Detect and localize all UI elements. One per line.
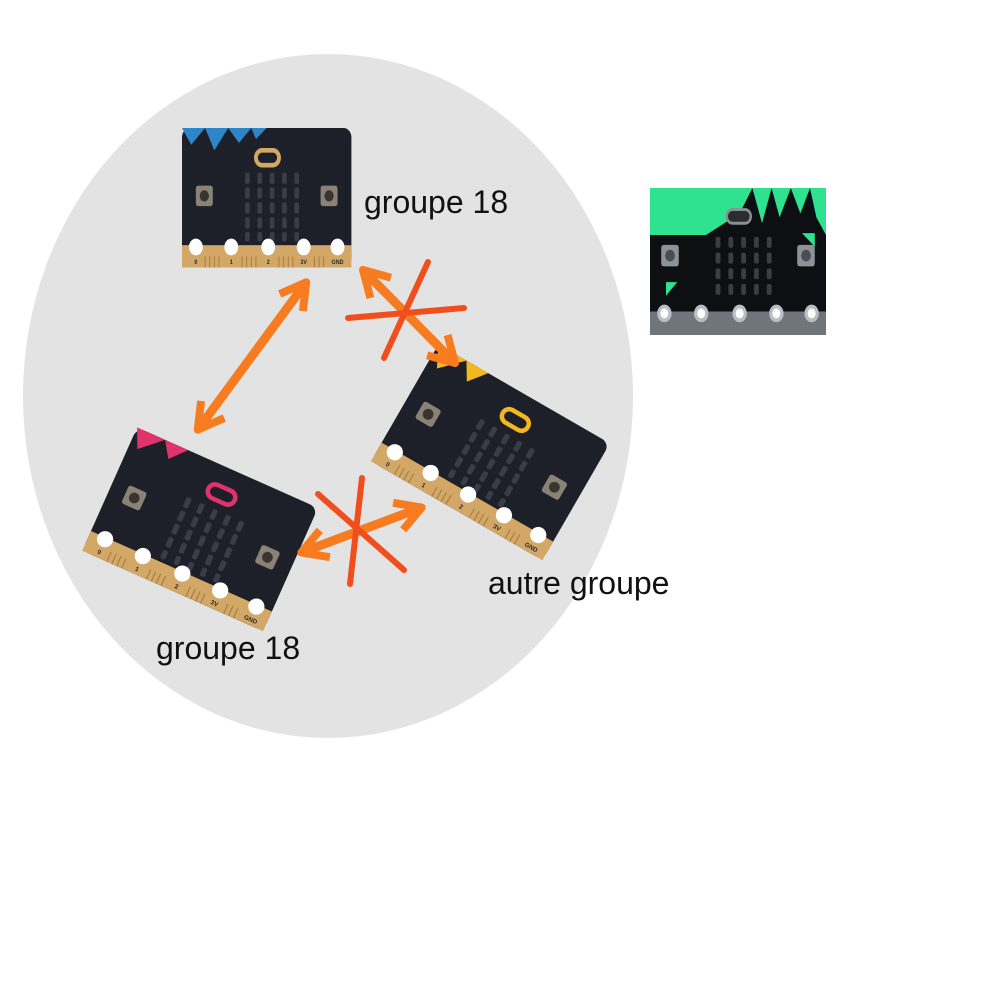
arrow-top-to-right [358,265,460,368]
pin-label: 1 [230,259,234,266]
pin-label: 3V [209,599,220,609]
pin-label: 2 [173,583,180,591]
label-bottom-left-board: groupe 18 [156,630,301,666]
cross-blocked-bottom [315,475,407,587]
pin-label: GND [332,259,345,266]
microbit-board-top: 0 1 2 3V GND [181,127,352,269]
microbit-board-bottom-left: 0 1 2 3V GND [81,426,319,632]
label-top-board: groupe 18 [364,184,509,220]
pin-label: 0 [194,259,198,266]
microbit-board-standalone [650,188,826,335]
pin-label: 1 [134,566,141,574]
pin-label: 3V [492,523,503,533]
pin-label: 0 [384,461,391,469]
pin-label: 2 [267,259,271,266]
pin-label: 1 [420,482,427,490]
pin-label: 0 [96,549,103,557]
pin-label: 2 [457,503,464,511]
label-other-group-board: autre groupe [488,565,670,601]
pin-label: 3V [300,259,307,266]
cross-blocked-top-right [345,259,467,361]
arrow-top-to-bottom-left [193,278,311,434]
